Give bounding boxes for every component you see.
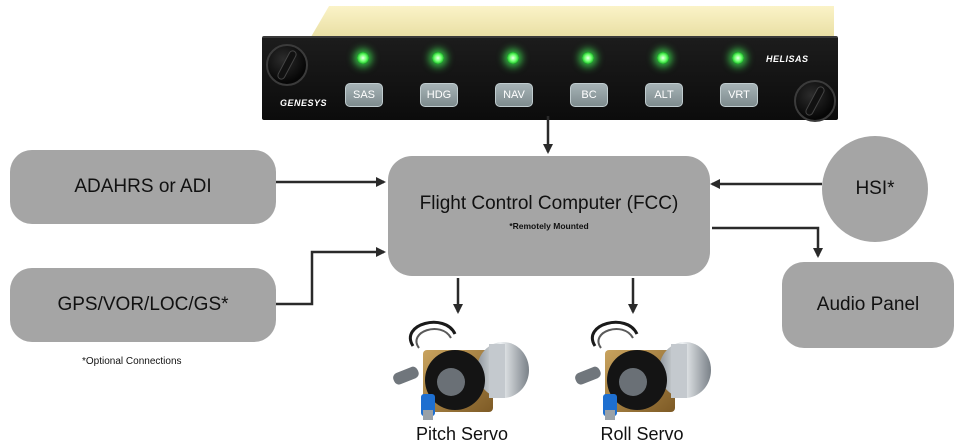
left-knob-icon[interactable] <box>266 44 308 86</box>
fcc-label: Flight Control Computer (FCC) <box>419 193 679 214</box>
roll-servo-label: Roll Servo <box>600 424 684 444</box>
gps-label: GPS/VOR/LOC/GS* <box>57 294 229 315</box>
vrt-led-icon <box>732 52 744 64</box>
alt-led-icon <box>657 52 669 64</box>
fcc-node: Flight Control Computer (FCC) *Remotely … <box>388 156 710 276</box>
vrt-button[interactable]: VRT <box>720 83 758 107</box>
brand-genesys: GENESYS <box>280 98 328 108</box>
sas-led-icon <box>357 52 369 64</box>
roll-servo-icon <box>575 320 711 420</box>
hsi-label: HSI* <box>855 178 895 199</box>
nav-led-icon <box>507 52 519 64</box>
adahrs-node: ADAHRS or ADI <box>10 150 276 224</box>
right-knob-icon[interactable] <box>794 80 836 122</box>
sas-button[interactable]: SAS <box>345 83 383 107</box>
hsi-node: HSI* <box>822 136 928 242</box>
control-panel: GENESYS HELISAS SAS HDG NAV BC ALT VRT <box>262 36 838 122</box>
audio-panel-node: Audio Panel <box>782 262 954 348</box>
fcc-remote-note: *Remotely Mounted <box>509 221 589 231</box>
hdg-led-icon <box>432 52 444 64</box>
audio-panel-label: Audio Panel <box>816 294 920 315</box>
bc-button[interactable]: BC <box>570 83 608 107</box>
adahrs-label: ADAHRS or ADI <box>74 176 212 197</box>
nav-button[interactable]: NAV <box>495 83 533 107</box>
pitch-servo-label: Pitch Servo <box>415 424 509 444</box>
bc-led-icon <box>582 52 594 64</box>
fcc-to-audio-arrow <box>712 226 823 258</box>
alt-button[interactable]: ALT <box>645 83 683 107</box>
pitch-servo-icon <box>393 320 529 420</box>
gps-to-fcc-arrow <box>276 247 386 306</box>
gps-node: GPS/VOR/LOC/GS* <box>10 268 276 342</box>
hdg-button[interactable]: HDG <box>420 83 458 107</box>
brand-helisas: HELISAS <box>766 54 809 64</box>
optional-connections-note: *Optional Connections <box>82 356 182 367</box>
